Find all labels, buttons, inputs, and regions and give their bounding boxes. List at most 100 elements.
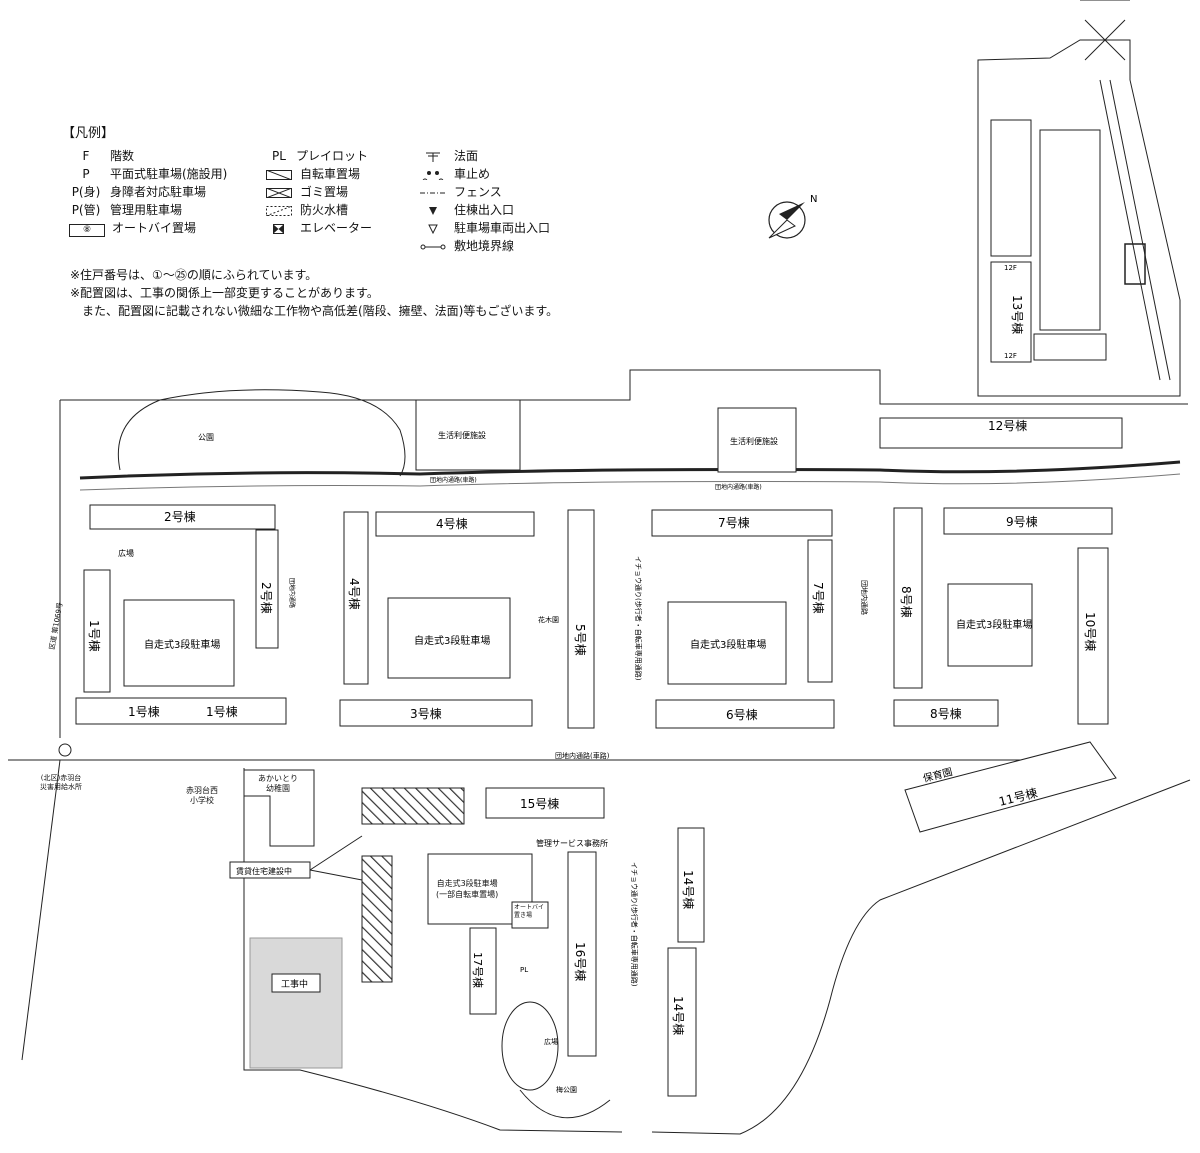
note-3: また、配置図に記載されない微細な工作物や高低差(階段、擁壁、法面)等もございます… (70, 304, 559, 318)
hanaki-label: 花木園 (538, 615, 559, 624)
road-top-2: 団地内通路(車路) (715, 483, 762, 491)
legend-item-car-stop: 車止め (420, 166, 490, 182)
kindergarten (243, 769, 315, 847)
fence-icon (420, 192, 446, 193)
school-label: 赤羽台西 小学校 (186, 786, 218, 805)
green-belt (79, 460, 1181, 480)
green-belt-inner (79, 473, 1181, 491)
plaza-label-2: 広場 (544, 1037, 558, 1046)
north-inset (977, 0, 1181, 397)
parking-4-label: 自走式3段駐車場 (414, 634, 490, 647)
rental-block-1 (361, 787, 465, 825)
parking-8 (947, 583, 1033, 667)
compass-label: N (810, 194, 817, 205)
b11 (904, 741, 1117, 833)
legend-item-bicycle: 自転車置場 (266, 166, 360, 182)
b3-label: 3号棟 (410, 706, 442, 721)
b15 (485, 787, 605, 819)
commercial-2-label: 生活利便施設 (730, 436, 778, 446)
b3 (339, 699, 533, 727)
moto-label: オートバイ 置き場 (514, 904, 545, 919)
park-label: 公園 (198, 433, 214, 442)
icho-label: イチョウ通り(歩行者・自転車専用通路) (634, 556, 643, 681)
b7-label-h: 7号棟 (718, 515, 750, 530)
moto-area (511, 901, 549, 929)
site-boundary (8, 369, 1191, 1135)
park-outline (117, 389, 406, 477)
b8-horizontal (893, 699, 999, 727)
road-top-1: 団地内通路(車路) (430, 476, 477, 484)
b2-label-h: 2号棟 (164, 509, 196, 524)
entrance-filled-icon (429, 206, 437, 215)
inner-road-2: 団地内通路 (860, 580, 869, 615)
legend-title: 【凡例】 (62, 126, 115, 141)
water-station-icon (58, 743, 72, 757)
note-2: ※配置図は、工事の関係上一部変更することがあります。 (70, 286, 379, 300)
boundary-icon (420, 244, 446, 249)
water-station-label: (北区)赤羽台 災害用給水所 (40, 774, 82, 791)
service-label: 管理サービス事務所 (536, 838, 608, 848)
fire-tank-icon (266, 205, 292, 216)
legend-item-vehicle-entrance: 駐車場車両出入口 (420, 220, 550, 236)
parking-4 (387, 597, 511, 679)
legend-item-building-entrance: 住棟出入口 (420, 202, 514, 218)
parking-1-label: 自走式3段駐車場 (144, 638, 220, 651)
b12 (879, 417, 1123, 449)
rental-block-2 (361, 855, 393, 983)
b8-label-h: 8号棟 (930, 706, 962, 721)
legend-item-mgmt-parking: P(管)管理用駐車場 (71, 203, 183, 217)
note-1: ※住戸番号は、①〜㉕の順にふられています。 (70, 268, 318, 282)
b14-upper (677, 827, 705, 943)
b9 (943, 507, 1113, 535)
legend-item-slope: 法面 (420, 148, 478, 164)
parking-8-label: 自走式3段駐車場 (956, 618, 1032, 631)
b16-label: 16号棟 (573, 942, 588, 981)
b7-label-v: 7号棟 (811, 582, 826, 614)
b14-upper-label: 14号棟 (681, 870, 696, 909)
commercial-1-label: 生活利便施設 (438, 430, 486, 440)
plaza-label: 広場 (118, 548, 134, 558)
b17-label: 17号棟 (471, 952, 485, 988)
b17 (469, 927, 497, 1015)
ward-road-label: 区道 第1069号 (47, 601, 64, 650)
b7-horizontal (651, 509, 833, 537)
inner-road-1: 団地内通路 (288, 578, 296, 608)
kindergarten-label: あかいとり 幼稚園 (258, 774, 298, 793)
bicycle-icon (266, 169, 292, 180)
legend-item-fence: フェンス (420, 184, 502, 200)
b8-vertical (893, 507, 923, 689)
construction-label: 工事中 (281, 978, 308, 990)
b13-floor-top: 12F (1004, 264, 1017, 272)
compass-icon: N (768, 194, 817, 239)
garbage-icon (266, 187, 292, 198)
b4-vertical (343, 511, 369, 685)
parking-7-label: 自走式3段駐車場 (690, 638, 766, 651)
parking-16-label: 自走式3段駐車場 (一部自転車置場) (436, 879, 499, 899)
b2-vertical (255, 529, 279, 649)
b6-label: 6号棟 (726, 707, 758, 722)
legend-item-fire-tank: 防火水槽 (266, 202, 348, 218)
parking-1 (123, 599, 235, 687)
b4-horizontal (375, 511, 535, 537)
b13-floor-bottom: 12F (1004, 352, 1017, 360)
notes: ※住戸番号は、①〜㉕の順にふられています。 ※配置図は、工事の関係上一部変更する… (70, 266, 558, 320)
commercial-2 (717, 407, 797, 473)
b10 (1077, 547, 1109, 725)
plaza-ellipse (501, 1001, 559, 1091)
b1-horizontal (75, 697, 287, 725)
b10-label: 10号棟 (1083, 612, 1098, 651)
construction-label-box (271, 973, 321, 993)
legend-item-accessible-parking: P(身)身障者対応駐車場 (71, 185, 207, 199)
b4-label-v: 4号棟 (347, 578, 362, 610)
road-main-label: 団地内通路(車路) (555, 751, 610, 760)
rental-leader (309, 835, 363, 881)
commercial-1 (415, 399, 521, 471)
car-stop-icon (422, 170, 444, 180)
ume-park-label: 梅公園 (556, 1085, 577, 1094)
pl-label: PL (520, 966, 528, 974)
elevator-icon (273, 223, 284, 234)
